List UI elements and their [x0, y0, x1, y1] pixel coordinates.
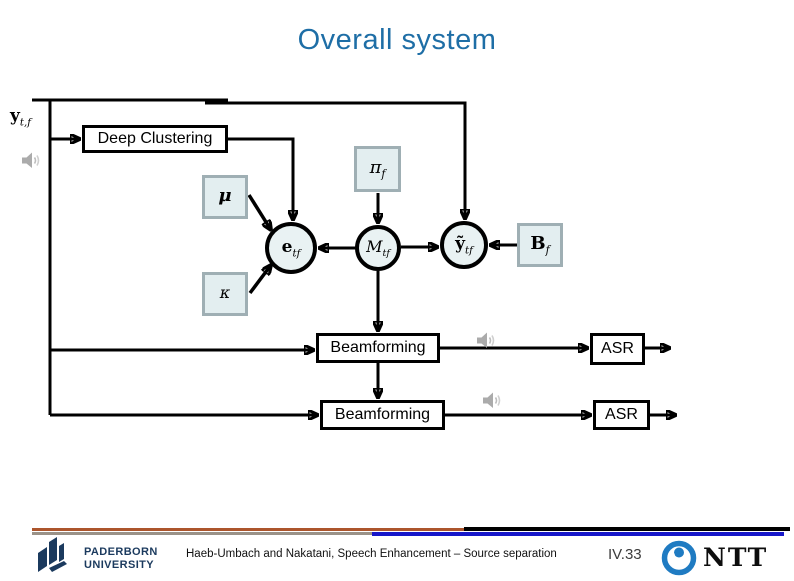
ntt-wordmark: NTT	[703, 543, 769, 572]
page-title: Overall system	[297, 24, 497, 56]
divider-blue	[372, 532, 784, 536]
pi-node: πf	[354, 146, 401, 192]
asr-box-2: ASR	[593, 400, 650, 430]
kappa-node: κ	[202, 272, 248, 316]
asr-label: ASR	[601, 340, 634, 357]
speaker-icon[interactable]	[482, 391, 503, 415]
m-node: Mtf	[355, 225, 401, 271]
y-tilde-node: ỹtf	[440, 221, 488, 269]
divider-gray	[32, 532, 372, 535]
paderborn-logo	[36, 536, 76, 581]
divider-black	[464, 527, 790, 531]
e-node: etf	[265, 222, 317, 274]
b-node: Bf	[517, 223, 563, 267]
beamforming-label: Beamforming	[330, 339, 426, 356]
beamforming-label: Beamforming	[334, 406, 431, 423]
asr-box-1: ASR	[590, 333, 645, 365]
ntt-logo-icon	[661, 540, 697, 576]
deep-clustering-box: Deep Clustering	[82, 125, 228, 153]
speaker-icon[interactable]	[21, 151, 42, 175]
speaker-icon[interactable]	[476, 331, 497, 355]
divider-rust	[32, 528, 464, 531]
input-signal-label: yt,f	[10, 106, 31, 129]
mu-node: μ	[202, 175, 248, 219]
university-wordmark: PADERBORN UNIVERSITY	[84, 546, 158, 571]
asr-label: ASR	[605, 406, 638, 423]
deep-clustering-label: Deep Clustering	[97, 130, 213, 147]
beamforming-box-2: Beamforming	[320, 400, 445, 430]
page-number: IV.33	[608, 546, 642, 563]
footer-citation: Haeb-Umbach and Nakatani, Speech Enhance…	[186, 548, 557, 560]
paderborn-logo-icon	[38, 537, 67, 572]
beamforming-box-1: Beamforming	[316, 333, 440, 363]
ntt-logo	[660, 539, 698, 581]
